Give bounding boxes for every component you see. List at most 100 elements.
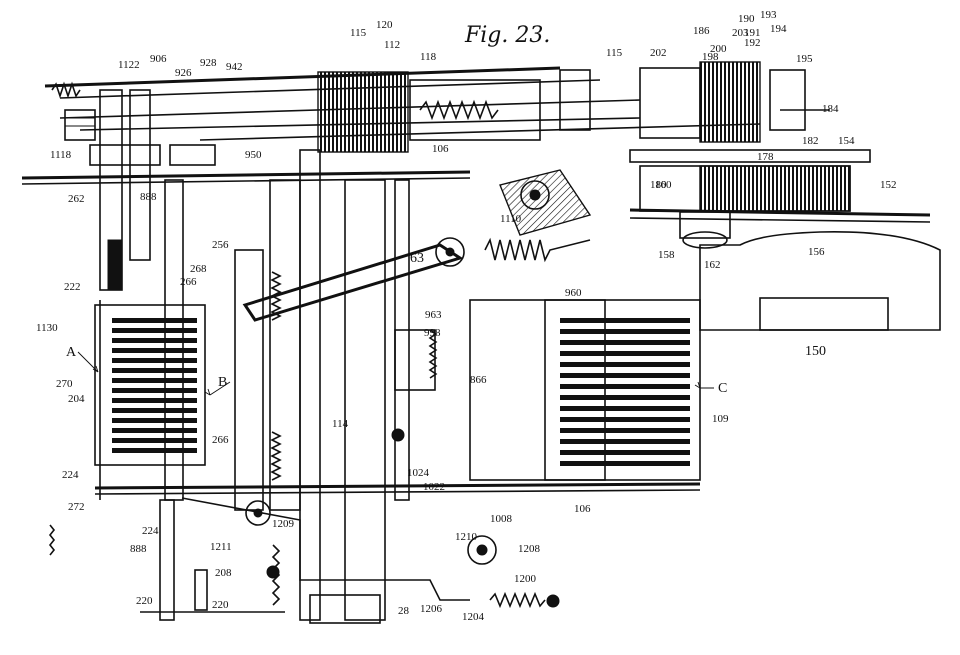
ref-label-28: 1118: [50, 149, 72, 161]
ref-label-53: 114: [332, 418, 349, 430]
ref-label-42: 222: [64, 281, 81, 293]
ref-label-57: 272: [68, 501, 85, 513]
ref-label-73: 1200: [514, 573, 537, 585]
ref-label-56: 224: [62, 469, 79, 481]
left-slat-0: [112, 318, 197, 323]
left-slat-2: [112, 338, 197, 343]
ref-label-64: 1209: [272, 518, 295, 530]
left-slat-1: [112, 328, 197, 333]
ref-label-20: 195: [796, 53, 813, 65]
ref-label-5: 115: [350, 27, 367, 39]
ref-label-23: 154: [838, 135, 855, 147]
ref-label-14: 200: [710, 43, 727, 55]
left-slat-13: [112, 448, 197, 453]
figure-title: Fig. 23.: [464, 23, 550, 48]
ref-label-1: 906: [150, 53, 167, 65]
ref-label-22: 182: [802, 135, 819, 147]
center-sliders: [234, 179, 301, 511]
ref-label-65: 1211: [210, 541, 232, 553]
ref-label-62: 224: [142, 525, 159, 537]
ref-label-2: 926: [175, 67, 192, 79]
ref-label-13: 203: [732, 27, 749, 39]
ref-label-49: 204: [68, 393, 85, 405]
left-slat-4: [112, 358, 197, 363]
ref-label-43: 1130: [36, 322, 58, 334]
ref-label-0: 1122: [118, 59, 140, 71]
lever-arm: [242, 169, 592, 322]
ref-label-71: 28: [398, 605, 410, 617]
reference-labels: 1122 906 926 928 942 115 120 112 118 115 202 186 198…: [36, 9, 897, 623]
ref-label-52: C: [718, 381, 727, 396]
ref-label-63: 888: [130, 543, 147, 555]
ref-label-60: 1008: [490, 513, 513, 525]
ref-label-21: 184: [822, 103, 839, 115]
left-slat-6: [112, 378, 197, 383]
ref-label-38: 266: [180, 276, 197, 288]
right-slat-8: [560, 406, 690, 411]
left-slat-7: [112, 388, 197, 393]
ref-label-66: 1210: [455, 531, 478, 543]
ref-label-8: 118: [420, 51, 437, 63]
right-slat-5: [560, 373, 690, 378]
ref-label-69: 220: [136, 595, 153, 607]
ref-label-32: 106: [432, 143, 449, 155]
ref-label-11: 186: [693, 25, 710, 37]
right-slat-11: [560, 439, 690, 444]
ref-label-18: 193: [760, 9, 777, 21]
right-slat-10: [560, 428, 690, 433]
ref-label-35: 158: [658, 249, 675, 261]
ref-label-74: 1204: [462, 611, 485, 623]
ref-label-70: 220: [212, 599, 229, 611]
ref-label-59: 1022: [423, 481, 445, 493]
ref-label-15: 190: [738, 13, 755, 25]
left-key-stack: [94, 300, 206, 500]
ref-label-44: 963: [425, 309, 442, 321]
ref-label-19: 194: [770, 23, 787, 35]
ref-label-10: 202: [650, 47, 667, 59]
left-slat-12: [112, 438, 197, 443]
ref-label-48: 270: [56, 378, 73, 390]
ref-label-29: 262: [68, 193, 85, 205]
ref-label-45: 998: [424, 327, 441, 339]
right-key-stack: [391, 299, 701, 481]
ref-label-67: 1208: [518, 543, 541, 555]
ref-label-3: 928: [200, 57, 217, 69]
right-slat-4: [560, 362, 690, 367]
right-slat-2: [560, 340, 690, 345]
ref-label-9: 115: [606, 47, 623, 59]
ref-label-4: 942: [226, 61, 243, 73]
right-slat-9: [560, 417, 690, 422]
ref-label-51: 866: [470, 374, 487, 386]
right-slat-3: [560, 351, 690, 356]
ref-label-31: 888: [140, 191, 157, 203]
left-slat-9: [112, 408, 197, 413]
right-slat-13: [560, 461, 690, 466]
bottom-linkage: [48, 497, 560, 624]
ref-label-47: A: [66, 345, 77, 360]
ref-label-25: 152: [880, 179, 897, 191]
left-slat-10: [112, 418, 197, 423]
ref-label-54: 109: [712, 413, 729, 425]
central-gear-stack: [317, 61, 830, 153]
right-slat-1: [560, 329, 690, 334]
right-slat-6: [560, 384, 690, 389]
ref-label-12: 198: [702, 51, 719, 63]
ref-label-7: 112: [384, 39, 400, 51]
ref-label-61: 106: [574, 503, 591, 515]
ref-label-6: 120: [376, 19, 393, 31]
right-slat-12: [560, 450, 690, 455]
left-slat-3: [112, 348, 197, 353]
ref-label-58: 1024: [407, 467, 430, 479]
right-gear-drum: [629, 149, 941, 331]
left-slat-5: [112, 368, 197, 373]
main-column: [299, 149, 410, 621]
ref-label-55: 266: [212, 434, 229, 446]
right-slat-7: [560, 395, 690, 400]
ref-label-68: 208: [215, 567, 232, 579]
ref-arrow-C: [694, 381, 714, 389]
ref-label-30: 950: [245, 149, 262, 161]
ref-label-37: 256: [212, 239, 229, 251]
ref-label-24: 178: [757, 151, 774, 163]
